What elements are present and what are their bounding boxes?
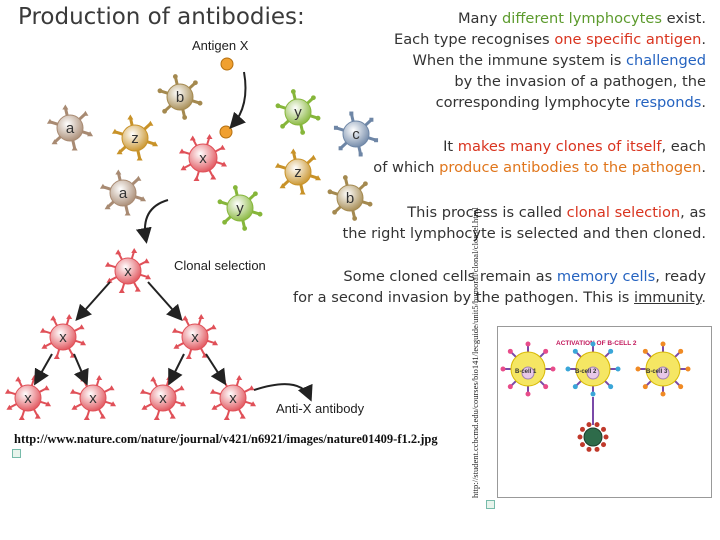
clonal-selection-label: Clonal selection <box>174 258 266 273</box>
cell-letter: x <box>159 390 167 407</box>
cell-letter: b <box>346 190 354 207</box>
flow-arrow-6 <box>168 353 185 386</box>
flow-arrow-7 <box>205 353 227 386</box>
flow-arrow-8 <box>253 383 313 402</box>
clonal-selection-diagram: b y a z c x z a b y x x x x x x x Antigen X Clonal selec… <box>4 38 379 421</box>
inset-source-url: http://student.ccbcmd.edu/courses/bio141… <box>470 207 480 498</box>
cell-letter: c <box>352 126 360 143</box>
flow-arrow-1 <box>135 199 169 244</box>
lymphocyte-y: y <box>275 89 321 135</box>
flow-arrow-2 <box>75 281 111 321</box>
cell-letter: z <box>294 164 302 181</box>
slide-title: Production of antibodies: <box>18 4 305 30</box>
cell-letter: y <box>236 200 244 217</box>
lymphocyte-x: x <box>69 374 117 421</box>
flow-arrow-3 <box>147 281 183 321</box>
paragraph-clonal-selection: This process is called clonal selection,… <box>342 204 706 242</box>
lymphocyte-x: x <box>139 374 187 421</box>
cell-letter: x <box>199 150 207 167</box>
antigen-x-particle <box>220 57 234 71</box>
b-cell-2-label: B-cell 2 <box>575 369 597 375</box>
cell-letter: x <box>24 390 32 407</box>
antigen-x-label: Antigen X <box>192 38 249 53</box>
lymphocyte-b: b <box>327 175 373 221</box>
paragraph-clones: It makes many clones of itself, each of … <box>373 138 706 176</box>
cell-letter: b <box>176 89 184 106</box>
lymphocyte-z: z <box>274 148 322 195</box>
antigen-bound-particle <box>219 125 233 139</box>
cell-letter: a <box>119 185 128 202</box>
lymphocyte-c: c <box>333 111 379 157</box>
inset-link-icon <box>486 500 495 509</box>
lymphocyte-x: x <box>39 313 87 360</box>
lymphocyte-x: x <box>104 247 152 294</box>
diagram-source-url: http://www.nature.com/nature/journal/v42… <box>14 432 438 446</box>
lymphocyte-y: y <box>217 185 263 231</box>
cell-letter: y <box>294 104 302 121</box>
cell-letter: x <box>124 263 132 280</box>
flow-arrow-4 <box>34 353 53 386</box>
b-cell-3-label: B-cell 3 <box>646 369 668 375</box>
lymphocyte-a: a <box>99 169 147 216</box>
lymphocyte-x: x <box>4 374 52 421</box>
cell-letter: x <box>89 390 97 407</box>
flow-arrow-5 <box>73 353 89 386</box>
cell-letter: x <box>191 329 199 346</box>
lymphocyte-b: b <box>157 74 203 120</box>
paragraph-memory-cells: Some cloned cells remain as memory cells… <box>292 268 706 306</box>
lymphocyte-a: a <box>46 104 94 151</box>
lymphocyte-x: x <box>171 313 219 360</box>
anti-x-antibody-label: Anti-X antibody <box>276 401 365 416</box>
cell-letter: z <box>131 130 139 147</box>
cell-letter: a <box>66 120 75 137</box>
paragraph-lymphocytes: Many different lymphocytes exist. Each t… <box>393 10 706 111</box>
inset-b-cell <box>500 341 556 397</box>
inset-b-cell <box>635 341 691 397</box>
lymphocyte-x: x <box>209 374 257 421</box>
inset-title: ACTIVATION OF B-CELL 2 <box>556 340 637 347</box>
b-cell-activation-inset: ACTIVATION OF B-CELL 2 B-cell 1 B-cell 2… <box>497 326 712 498</box>
inset-b-cell <box>565 341 621 397</box>
inset-antigen <box>577 422 609 452</box>
flow-arrow-0 <box>229 71 247 129</box>
cell-letter: x <box>229 390 237 407</box>
b-cell-1-label: B-cell 1 <box>515 369 537 375</box>
b-cell-activation-figure: ACTIVATION OF B-CELL 2 B-cell 1 B-cell 2… <box>500 340 691 452</box>
cell-letter: x <box>59 329 67 346</box>
lymphocyte-z: z <box>111 114 159 161</box>
lymphocyte-x: x <box>178 133 228 182</box>
link-icon <box>12 449 21 458</box>
